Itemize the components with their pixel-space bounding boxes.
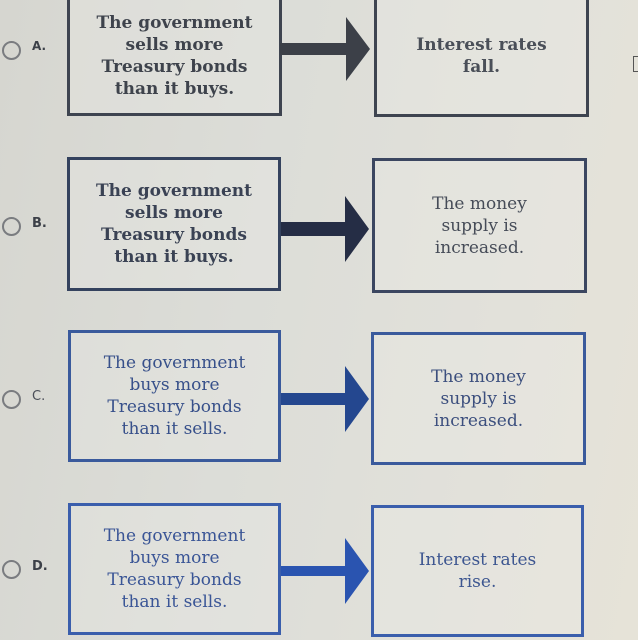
cause-line: Treasury bonds: [101, 56, 248, 77]
arrow-shape: [281, 538, 369, 604]
cause-line: than it sells.: [121, 592, 228, 612]
effect-line: fall.: [462, 57, 501, 77]
cause-box-c: The government buys more Treasury bonds …: [68, 330, 281, 462]
cause-line: The government: [103, 353, 246, 373]
cause-line: buys more: [129, 548, 220, 568]
radio-button-b[interactable]: [2, 217, 21, 236]
radio-button-a[interactable]: [2, 41, 21, 60]
arrow-right-icon: [281, 366, 369, 432]
option-letter-d: D.: [32, 559, 48, 574]
cause-line: than it sells.: [121, 419, 228, 439]
effect-line: rise.: [458, 572, 497, 592]
cause-line: Treasury bonds: [107, 397, 242, 417]
cause-line: than it buys.: [114, 78, 235, 99]
partial-edge-icon: [633, 56, 638, 72]
effect-line: supply is: [440, 388, 517, 409]
cause-line: The government: [96, 12, 253, 33]
option-letter-b: B.: [32, 216, 47, 231]
effect-box-b: The money supply is increased.: [372, 158, 587, 293]
effect-box-d: Interest rates rise.: [371, 505, 584, 637]
cause-box-d: The government buys more Treasury bonds …: [68, 503, 281, 635]
arrow-right-icon: [280, 17, 370, 81]
cause-box-a: The government sells more Treasury bonds…: [67, 0, 282, 116]
cause-line: The government: [96, 181, 252, 201]
effect-line: Interest rates: [416, 35, 547, 55]
cause-line: sells more: [125, 34, 224, 55]
effect-box-a: Interest rates fall.: [374, 0, 589, 117]
effect-line: The money: [431, 366, 526, 387]
radio-button-d[interactable]: [2, 560, 21, 579]
cause-line: Treasury bonds: [107, 570, 242, 590]
answer-option-a[interactable]: A. The government sells more Treasury bo…: [0, 0, 638, 118]
answer-option-d[interactable]: D. The government buys more Treasury bon…: [0, 502, 638, 638]
arrow-shape: [281, 366, 369, 432]
answer-option-c[interactable]: C. The government buys more Treasury bon…: [0, 330, 638, 465]
effect-box-c: The money supply is increased.: [371, 332, 586, 465]
cause-line: sells more: [125, 203, 223, 223]
effect-line: The money: [432, 193, 527, 214]
option-letter-c: C.: [32, 389, 46, 404]
cause-line: The government: [103, 526, 246, 546]
effect-line: increased.: [433, 410, 524, 431]
cause-line: buys more: [129, 375, 220, 395]
cause-line: Treasury bonds: [101, 225, 247, 245]
answer-option-b[interactable]: B. The government sells more Treasury bo…: [0, 155, 638, 295]
cause-line: than it buys.: [114, 247, 234, 267]
cause-box-b: The government sells more Treasury bonds…: [67, 157, 281, 291]
arrow-right-icon: [281, 538, 369, 604]
effect-line: supply is: [441, 215, 518, 236]
effect-line: increased.: [434, 237, 525, 258]
arrow-right-icon: [281, 196, 369, 262]
effect-line: Interest rates: [418, 550, 537, 570]
option-letter-a: A.: [32, 39, 47, 53]
arrow-shape: [281, 196, 369, 262]
radio-button-c[interactable]: [2, 390, 21, 409]
arrow-shape: [280, 17, 370, 81]
